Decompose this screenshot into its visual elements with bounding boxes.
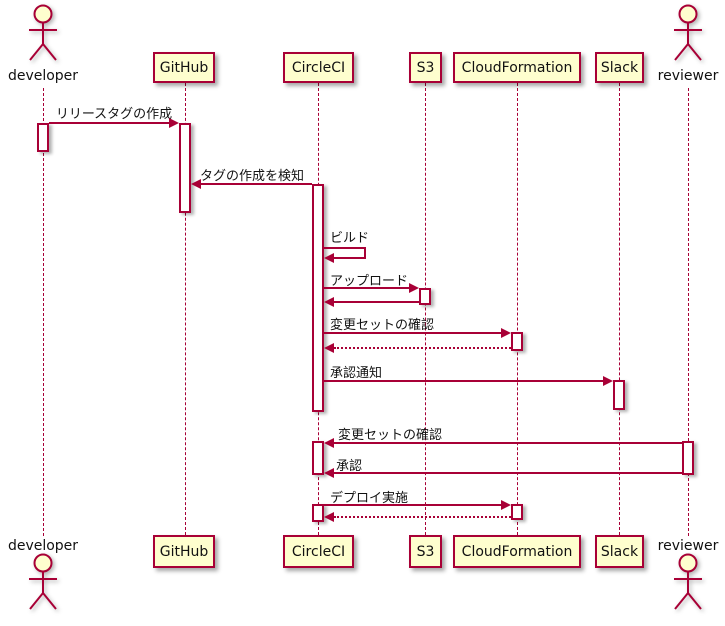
lifeline-reviewer	[688, 88, 689, 536]
lifeline-cloudformation	[517, 83, 518, 535]
participant-box-s3-top: S3	[409, 52, 442, 83]
self-message-side-line	[364, 247, 366, 259]
participant-label: CloudFormation	[461, 543, 573, 560]
arrowhead-right-icon	[409, 283, 419, 293]
arrowhead-left-icon	[324, 438, 334, 448]
actor-label-developer-bottom: developer	[7, 538, 79, 554]
message-label-deploy: デプロイ実施	[330, 491, 409, 506]
participant-label: CircleCI	[291, 543, 346, 560]
participant-box-cloudformation-top: CloudFormation	[453, 52, 581, 83]
message-line-6	[324, 332, 501, 334]
activation-bar-github	[179, 123, 191, 213]
message-line-8	[324, 380, 603, 382]
message-line-11	[324, 504, 501, 506]
participant-label: S3	[416, 543, 435, 560]
message-label-changeset-check: 変更セットの確認	[330, 318, 435, 333]
participant-box-slack-top: Slack	[595, 52, 644, 83]
actor-label-developer-top: developer	[7, 68, 79, 84]
participant-box-github-bottom: GitHub	[153, 535, 215, 568]
participant-label: S3	[416, 59, 435, 76]
arrowhead-left-icon	[324, 512, 334, 522]
participant-label: GitHub	[159, 543, 209, 560]
activation-bar-cloudformation-1	[511, 332, 523, 351]
actor-figure-developer-bottom	[29, 553, 57, 610]
arrowhead-left-icon	[324, 253, 334, 263]
lifeline-slack	[619, 83, 620, 535]
participant-box-s3-bottom: S3	[409, 535, 442, 568]
message-line-5-return	[334, 301, 419, 303]
arrowhead-left-icon	[324, 343, 334, 353]
arrowhead-right-icon	[603, 376, 613, 386]
participant-label: Slack	[600, 59, 639, 76]
message-label-release-tag: リリースタグの作成	[55, 107, 173, 122]
actor-figure-reviewer-top	[674, 4, 702, 61]
actor-label-reviewer-top: reviewer	[657, 68, 719, 84]
message-line-12-return	[334, 516, 511, 518]
activation-bar-circleci-2	[312, 441, 324, 475]
participant-box-circleci-top: CircleCI	[283, 52, 354, 83]
actor-figure-reviewer-bottom	[674, 553, 702, 610]
participant-box-cloudformation-bottom: CloudFormation	[453, 535, 581, 568]
activation-bar-s3	[419, 288, 431, 305]
message-line-4	[324, 287, 409, 289]
participant-label: GitHub	[159, 59, 209, 76]
activation-bar-reviewer	[682, 441, 694, 475]
self-message-bottom-line	[334, 257, 364, 259]
message-label-tag-detected: タグの作成を検知	[200, 169, 305, 184]
message-line-1	[49, 122, 169, 124]
activation-bar-circleci-3	[312, 504, 324, 522]
lifeline-github	[185, 83, 186, 535]
participant-box-circleci-bottom: CircleCI	[283, 535, 354, 568]
participant-label: CircleCI	[291, 59, 346, 76]
activation-bar-slack	[613, 380, 625, 410]
self-message-top-line	[324, 247, 366, 249]
message-label-approval-notice: 承認通知	[330, 366, 383, 381]
message-label-build: ビルド	[330, 231, 370, 246]
arrowhead-left-icon	[324, 468, 334, 478]
actor-label-reviewer-bottom: reviewer	[657, 538, 719, 554]
activation-bar-cloudformation-2	[511, 504, 523, 520]
arrowhead-left-icon	[324, 297, 334, 307]
message-label-upload: アップロード	[330, 274, 409, 289]
message-label-changeset-review: 変更セットの確認	[338, 428, 443, 443]
message-label-approve: 承認	[336, 459, 363, 474]
message-line-7-return	[334, 347, 511, 349]
participant-label: Slack	[600, 543, 639, 560]
message-line-10	[334, 472, 682, 474]
lifeline-developer	[43, 88, 44, 536]
arrowhead-left-icon	[191, 179, 201, 189]
actor-figure-developer-top	[29, 4, 57, 61]
lifeline-s3	[425, 83, 426, 535]
arrowhead-right-icon	[501, 500, 511, 510]
message-line-2	[201, 183, 312, 185]
activation-bar-developer	[37, 123, 49, 152]
activation-bar-circleci-main	[312, 184, 324, 412]
participant-label: CloudFormation	[461, 59, 573, 76]
message-line-9	[334, 442, 682, 444]
arrowhead-right-icon	[169, 118, 179, 128]
participant-box-github-top: GitHub	[153, 52, 215, 83]
participant-box-slack-bottom: Slack	[595, 535, 644, 568]
arrowhead-right-icon	[501, 328, 511, 338]
